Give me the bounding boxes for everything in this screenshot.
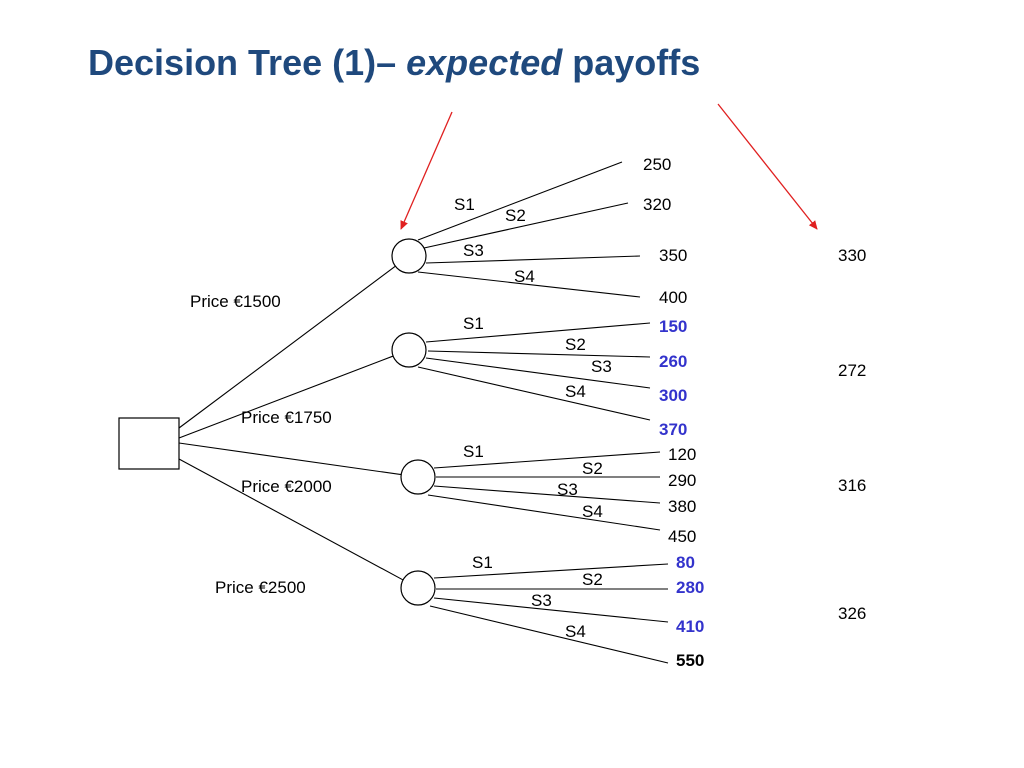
payoff-1-4: 400	[659, 288, 687, 307]
branch-label-2: Price €1750	[241, 408, 332, 427]
chance-node-4	[400, 570, 436, 606]
state-label-3-1: S1	[463, 442, 484, 461]
state-label-4-3: S3	[531, 591, 552, 610]
payoff-1-2: 320	[643, 195, 671, 214]
payoff-2-2: 260	[659, 352, 687, 371]
expected-payoff-3: 316	[838, 476, 866, 495]
branch-label-1: Price €1500	[190, 292, 281, 311]
decision-node	[118, 417, 180, 470]
outcome-edge-1-2	[423, 202, 629, 249]
page-title: Decision Tree (1)– expected payoffs	[88, 42, 700, 84]
state-label-4-4: S4	[565, 622, 586, 641]
chance-node-1	[391, 238, 427, 274]
chance-node-2	[391, 332, 427, 368]
state-label-1-3: S3	[463, 241, 484, 260]
chance-node-3	[400, 459, 436, 495]
payoff-2-4: 370	[659, 420, 687, 439]
payoff-1-1: 250	[643, 155, 671, 174]
title-prefix: Decision Tree (1)–	[88, 42, 407, 83]
payoff-3-1: 120	[668, 445, 696, 464]
branch-edge-3	[178, 442, 402, 476]
outcome-edge-3-4	[427, 494, 661, 531]
title-emphasis: expected	[406, 42, 563, 83]
annotation-arrows	[400, 103, 818, 230]
state-label-1-1: S1	[454, 195, 475, 214]
outcome-edge-3-3	[433, 485, 661, 504]
state-label-4-1: S1	[472, 553, 493, 572]
state-label-4-2: S2	[582, 570, 603, 589]
outcome-edge-3-1	[433, 451, 661, 469]
branch-edge-4	[178, 458, 404, 581]
outcome-edge-2-2	[427, 350, 651, 358]
title-suffix: payoffs	[562, 42, 701, 83]
branch-edge-2	[178, 355, 394, 439]
tree-nodes	[118, 238, 436, 606]
payoff-1-3: 350	[659, 246, 687, 265]
expected-payoff-2: 272	[838, 361, 866, 380]
payoff-4-3: 410	[676, 617, 704, 636]
outcome-edge-4-3	[433, 597, 669, 623]
payoff-3-2: 290	[668, 471, 696, 490]
outcome-edge-4-4	[429, 605, 669, 664]
outcome-edge-2-4	[417, 366, 651, 421]
arrow-to-expected-values	[717, 103, 818, 230]
payoff-4-2: 280	[676, 578, 704, 597]
arrow-to-chance-node	[400, 111, 453, 230]
state-label-3-4: S4	[582, 502, 603, 521]
payoff-4-1: 80	[676, 553, 695, 572]
state-label-1-2: S2	[505, 206, 526, 225]
state-label-2-3: S3	[591, 357, 612, 376]
branch-edge-1	[178, 265, 396, 429]
tree-edges	[178, 161, 669, 664]
payoff-2-1: 150	[659, 317, 687, 336]
outcome-edge-2-3	[425, 357, 651, 389]
branch-label-4: Price €2500	[215, 578, 306, 597]
state-label-2-4: S4	[565, 382, 586, 401]
outcome-edge-1-1	[417, 161, 623, 241]
expected-payoff-4: 326	[838, 604, 866, 623]
payoff-3-3: 380	[668, 497, 696, 516]
payoff-4-4: 550	[676, 651, 704, 670]
branch-label-3: Price €2000	[241, 477, 332, 496]
state-label-3-2: S2	[582, 459, 603, 478]
outcome-edge-4-1	[433, 563, 669, 579]
state-label-1-4: S4	[514, 267, 535, 286]
state-label-3-3: S3	[557, 480, 578, 499]
payoff-2-3: 300	[659, 386, 687, 405]
expected-payoff-1: 330	[838, 246, 866, 265]
payoff-3-4: 450	[668, 527, 696, 546]
outcome-edge-1-3	[425, 255, 641, 264]
outcome-edge-2-1	[425, 322, 651, 343]
state-label-2-1: S1	[463, 314, 484, 333]
outcome-edge-1-4	[417, 271, 641, 298]
state-label-2-2: S2	[565, 335, 586, 354]
